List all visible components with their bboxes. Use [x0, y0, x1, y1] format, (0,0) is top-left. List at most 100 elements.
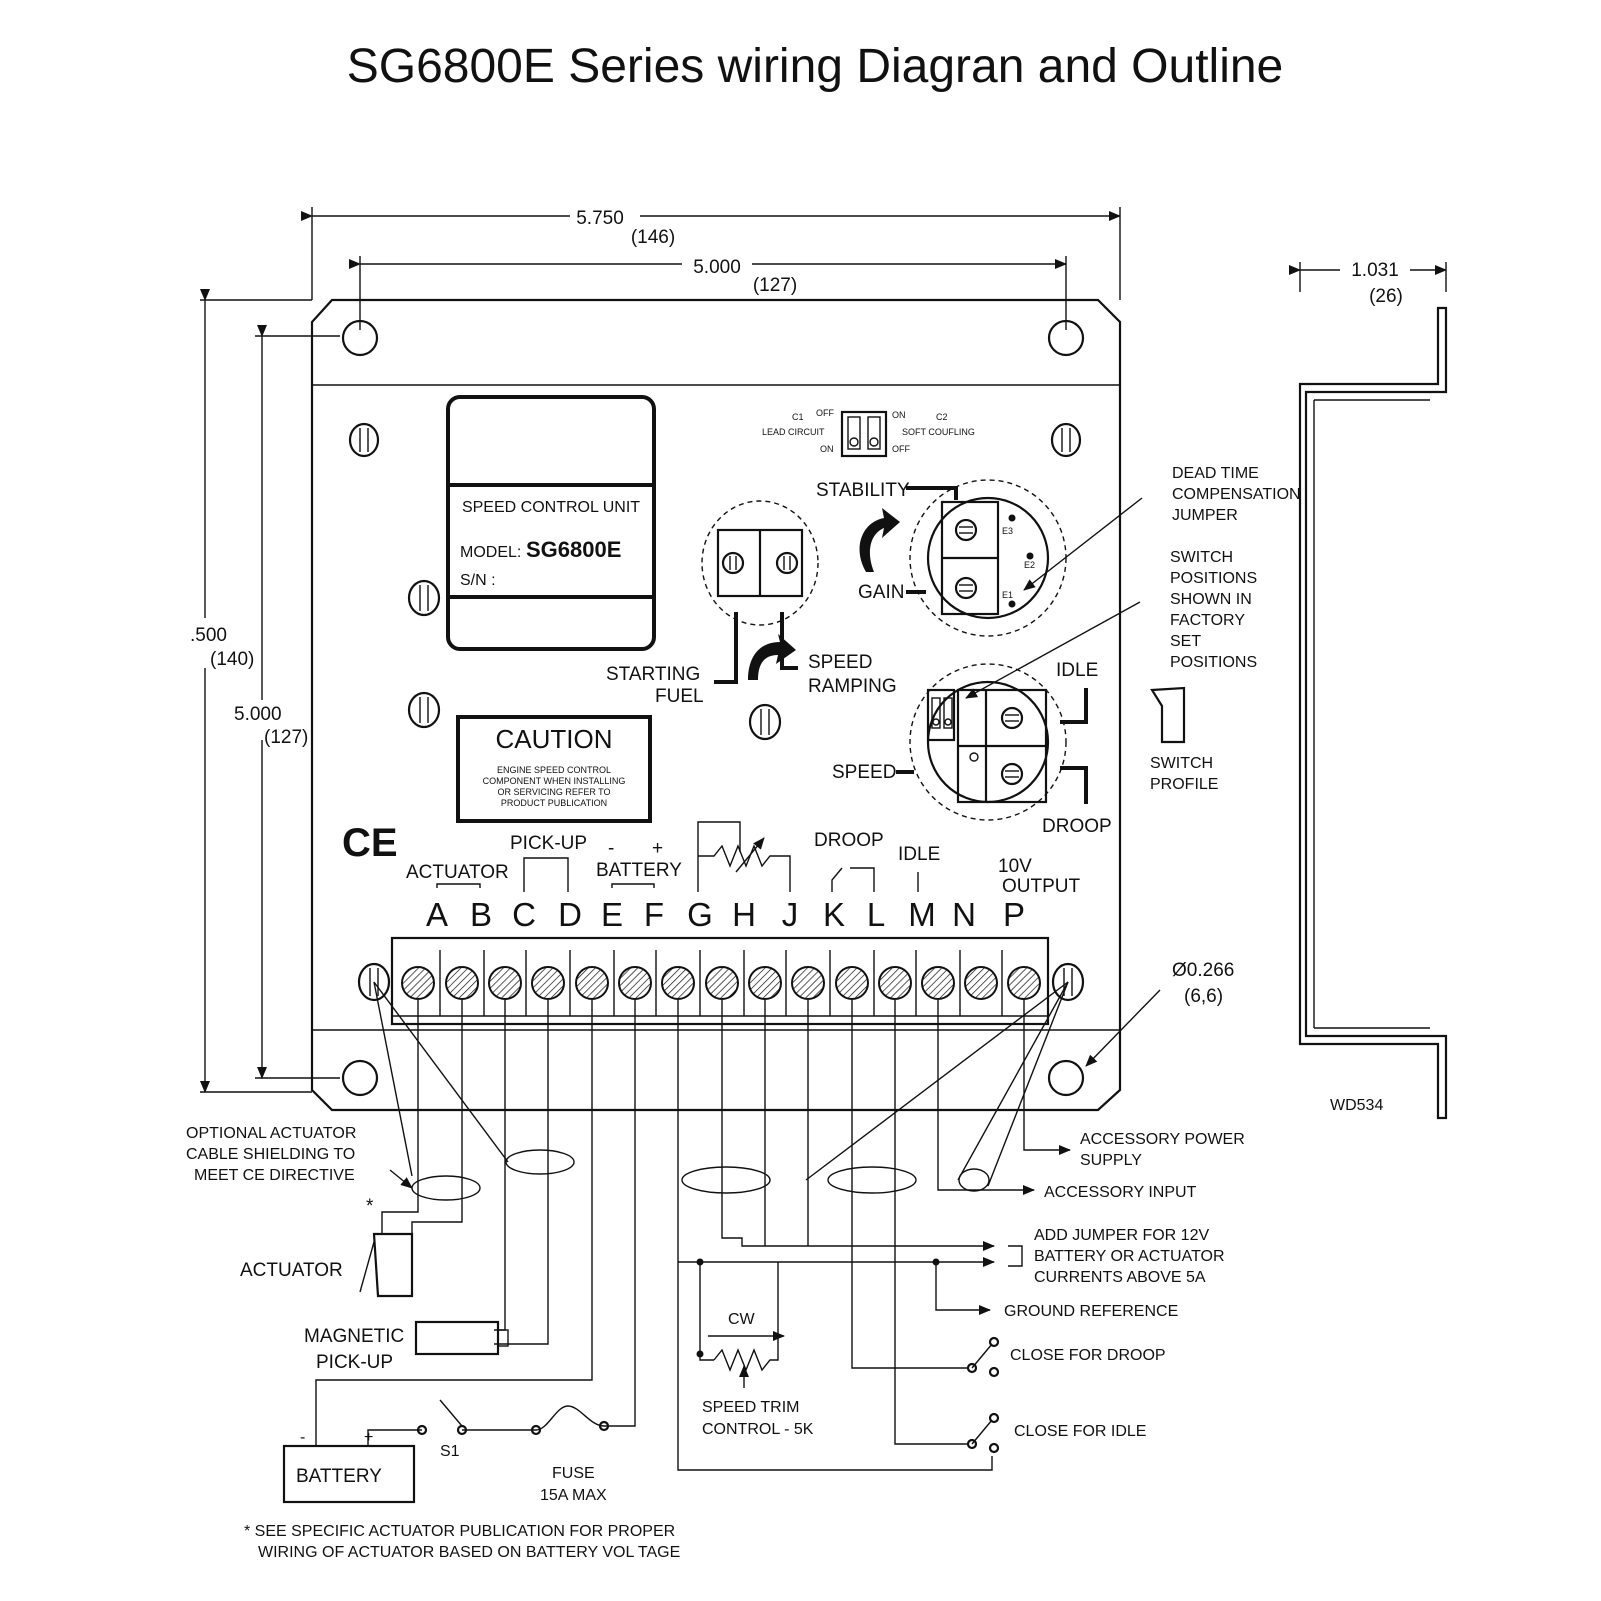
terminal-label-b: B — [470, 896, 492, 933]
stability-gain-adjusters[interactable]: E3 E2 E1 STABILITY GAIN — [816, 479, 1067, 637]
svg-text:COMPONENT WHEN INSTALLING: COMPONENT WHEN INSTALLING — [483, 776, 626, 786]
accessory-wiring: ACCESSORY POWER SUPPLY ACCESSORY INPUT — [937, 1000, 1245, 1201]
svg-text:5.000: 5.000 — [234, 704, 282, 725]
svg-text:(140): (140) — [210, 649, 254, 670]
svg-text:E1: E1 — [1002, 590, 1013, 600]
svg-text:SWITCH: SWITCH — [1170, 549, 1233, 566]
svg-text:ADD JUMPER FOR 12V: ADD JUMPER FOR 12V — [1034, 1227, 1209, 1244]
svg-text:JUMPER: JUMPER — [1172, 507, 1238, 524]
svg-text:CLOSE FOR IDLE: CLOSE FOR IDLE — [1014, 1423, 1146, 1440]
svg-text:OUTPUT: OUTPUT — [1002, 876, 1081, 897]
svg-text:LEAD CIRCUIT: LEAD CIRCUIT — [762, 427, 825, 437]
shield-ring-accessory — [958, 1168, 990, 1192]
svg-text:SHOWN IN: SHOWN IN — [1170, 591, 1252, 608]
terminal-screw-a[interactable] — [401, 966, 435, 1000]
dimension-width-holes: 5.000 (127) — [349, 256, 1067, 330]
terminal-group-labels: ACTUATOR PICK-UP - + BATTERY DROOP IDLE … — [406, 821, 1081, 897]
svg-text:(146): (146) — [631, 227, 675, 248]
svg-text:SWITCH: SWITCH — [1150, 755, 1213, 772]
terminal-screw-d[interactable] — [531, 966, 565, 1000]
shield-ring-speed-trim — [681, 1166, 771, 1194]
svg-text:SOFT COUFLING: SOFT COUFLING — [902, 427, 975, 437]
svg-text:GROUND REFERENCE: GROUND REFERENCE — [1004, 1303, 1178, 1320]
terminal-label-n: N — [952, 896, 976, 933]
terminal-label-a: A — [426, 896, 448, 933]
serial-label: S/N : — [460, 572, 496, 589]
dimension-height-outer: .500 (140) — [190, 289, 312, 1093]
svg-text:ON: ON — [820, 444, 834, 454]
terminal-screw-p[interactable] — [1007, 966, 1041, 1000]
terminal-screw-g[interactable] — [661, 966, 695, 1000]
terminal-label-e: E — [601, 896, 623, 933]
cover-screws — [348, 422, 1082, 741]
svg-text:PICK-UP: PICK-UP — [316, 1352, 393, 1373]
terminal-screw-p2[interactable] — [964, 966, 998, 1000]
svg-text:-: - — [300, 1429, 305, 1446]
svg-text:-: - — [608, 838, 614, 859]
terminal-label-l: L — [867, 896, 885, 933]
svg-text:OFF: OFF — [816, 408, 834, 418]
terminal-screw-c[interactable] — [488, 966, 522, 1000]
svg-text:BATTERY: BATTERY — [296, 1466, 382, 1487]
svg-text:IDLE: IDLE — [1056, 660, 1098, 681]
svg-text:CONTROL - 5K: CONTROL - 5K — [702, 1421, 814, 1438]
shield-ring-droop-idle — [827, 1166, 917, 1194]
terminal-label-m: M — [908, 896, 936, 933]
terminal-screw-h[interactable] — [705, 966, 739, 1000]
svg-text:CAUTION: CAUTION — [496, 724, 613, 754]
terminal-label-p: P — [1003, 896, 1025, 933]
svg-text:5.750: 5.750 — [576, 208, 624, 229]
svg-text:5.000: 5.000 — [693, 257, 741, 278]
svg-text:SUPPLY: SUPPLY — [1080, 1152, 1142, 1169]
svg-text:FUEL: FUEL — [655, 686, 704, 707]
svg-text:SPEED TRIM: SPEED TRIM — [702, 1399, 800, 1416]
actuator-wiring: * ACTUATOR OPTIONAL ACTUATOR CABLE SHIEL… — [186, 1000, 463, 1298]
terminal-screw-f[interactable] — [618, 966, 652, 1000]
jumper-and-ground-wiring: ADD JUMPER FOR 12V BATTERY OR ACTUATOR C… — [700, 1000, 1225, 1320]
terminal-label-j: J — [782, 896, 799, 933]
unit-title: SPEED CONTROL UNIT — [462, 499, 640, 516]
svg-text:COMPENSATION: COMPENSATION — [1172, 486, 1301, 503]
dip-switch[interactable]: C1 OFF LEAD CIRCUIT ON ON C2 SOFT COUFLI… — [762, 408, 975, 458]
svg-text:10V: 10V — [998, 856, 1032, 877]
svg-text:PROFILE: PROFILE — [1150, 776, 1218, 793]
terminal-screw-b[interactable] — [445, 966, 479, 1000]
svg-text:(6,6): (6,6) — [1184, 986, 1223, 1007]
switch-profile: SWITCH PROFILE — [1150, 686, 1218, 793]
svg-text:+: + — [652, 838, 663, 859]
terminal-screw-k[interactable] — [791, 966, 825, 1000]
terminal-label-k: K — [823, 896, 845, 933]
switch-positions-note: SWITCH POSITIONS SHOWN IN FACTORY SET PO… — [965, 549, 1257, 699]
svg-text:GAIN: GAIN — [858, 582, 904, 603]
svg-text:PICK-UP: PICK-UP — [510, 833, 587, 854]
svg-text:15A MAX: 15A MAX — [540, 1487, 607, 1504]
terminal-label-f: F — [644, 896, 664, 933]
idle-speed-droop-adjusters[interactable]: IDLE SPEED DROOP — [832, 660, 1112, 837]
ramp-fuel-adjusters[interactable]: STARTING FUEL SPEED RAMPING — [606, 500, 897, 707]
mounting-holes — [341, 319, 1085, 1097]
svg-text:IDLE: IDLE — [898, 844, 940, 865]
svg-text:POSITIONS: POSITIONS — [1170, 570, 1257, 587]
svg-text:(26): (26) — [1369, 286, 1403, 307]
svg-text:CLOSE FOR DROOP: CLOSE FOR DROOP — [1010, 1347, 1166, 1364]
terminal-label-h: H — [732, 896, 756, 933]
strip-mount-screws — [357, 962, 1085, 1002]
terminal-label-c: C — [512, 896, 536, 933]
svg-text:Ø0.266: Ø0.266 — [1172, 960, 1234, 981]
svg-text:ACTUATOR: ACTUATOR — [406, 862, 509, 883]
svg-text:E2: E2 — [1024, 560, 1035, 570]
svg-text:1.031: 1.031 — [1351, 260, 1399, 281]
terminal-screw-j[interactable] — [748, 966, 782, 1000]
svg-text:OPTIONAL ACTUATOR: OPTIONAL ACTUATOR — [186, 1125, 356, 1142]
terminal-screw-l[interactable] — [835, 966, 869, 1000]
terminal-screw-e[interactable] — [575, 966, 609, 1000]
svg-text:ACCESSORY INPUT: ACCESSORY INPUT — [1044, 1184, 1197, 1201]
svg-text:CABLE SHIELDING TO: CABLE SHIELDING TO — [186, 1146, 355, 1163]
svg-text:STABILITY: STABILITY — [816, 480, 910, 501]
model-number: SG6800E — [526, 537, 621, 562]
svg-text:ACTUATOR: ACTUATOR — [240, 1260, 343, 1281]
svg-text:DEAD TIME: DEAD TIME — [1172, 465, 1259, 482]
terminal-screw-n[interactable] — [921, 966, 955, 1000]
unit-label-box: SPEED CONTROL UNIT MODEL: SG6800E S/N : — [446, 395, 656, 651]
terminal-screw-m[interactable] — [878, 966, 912, 1000]
